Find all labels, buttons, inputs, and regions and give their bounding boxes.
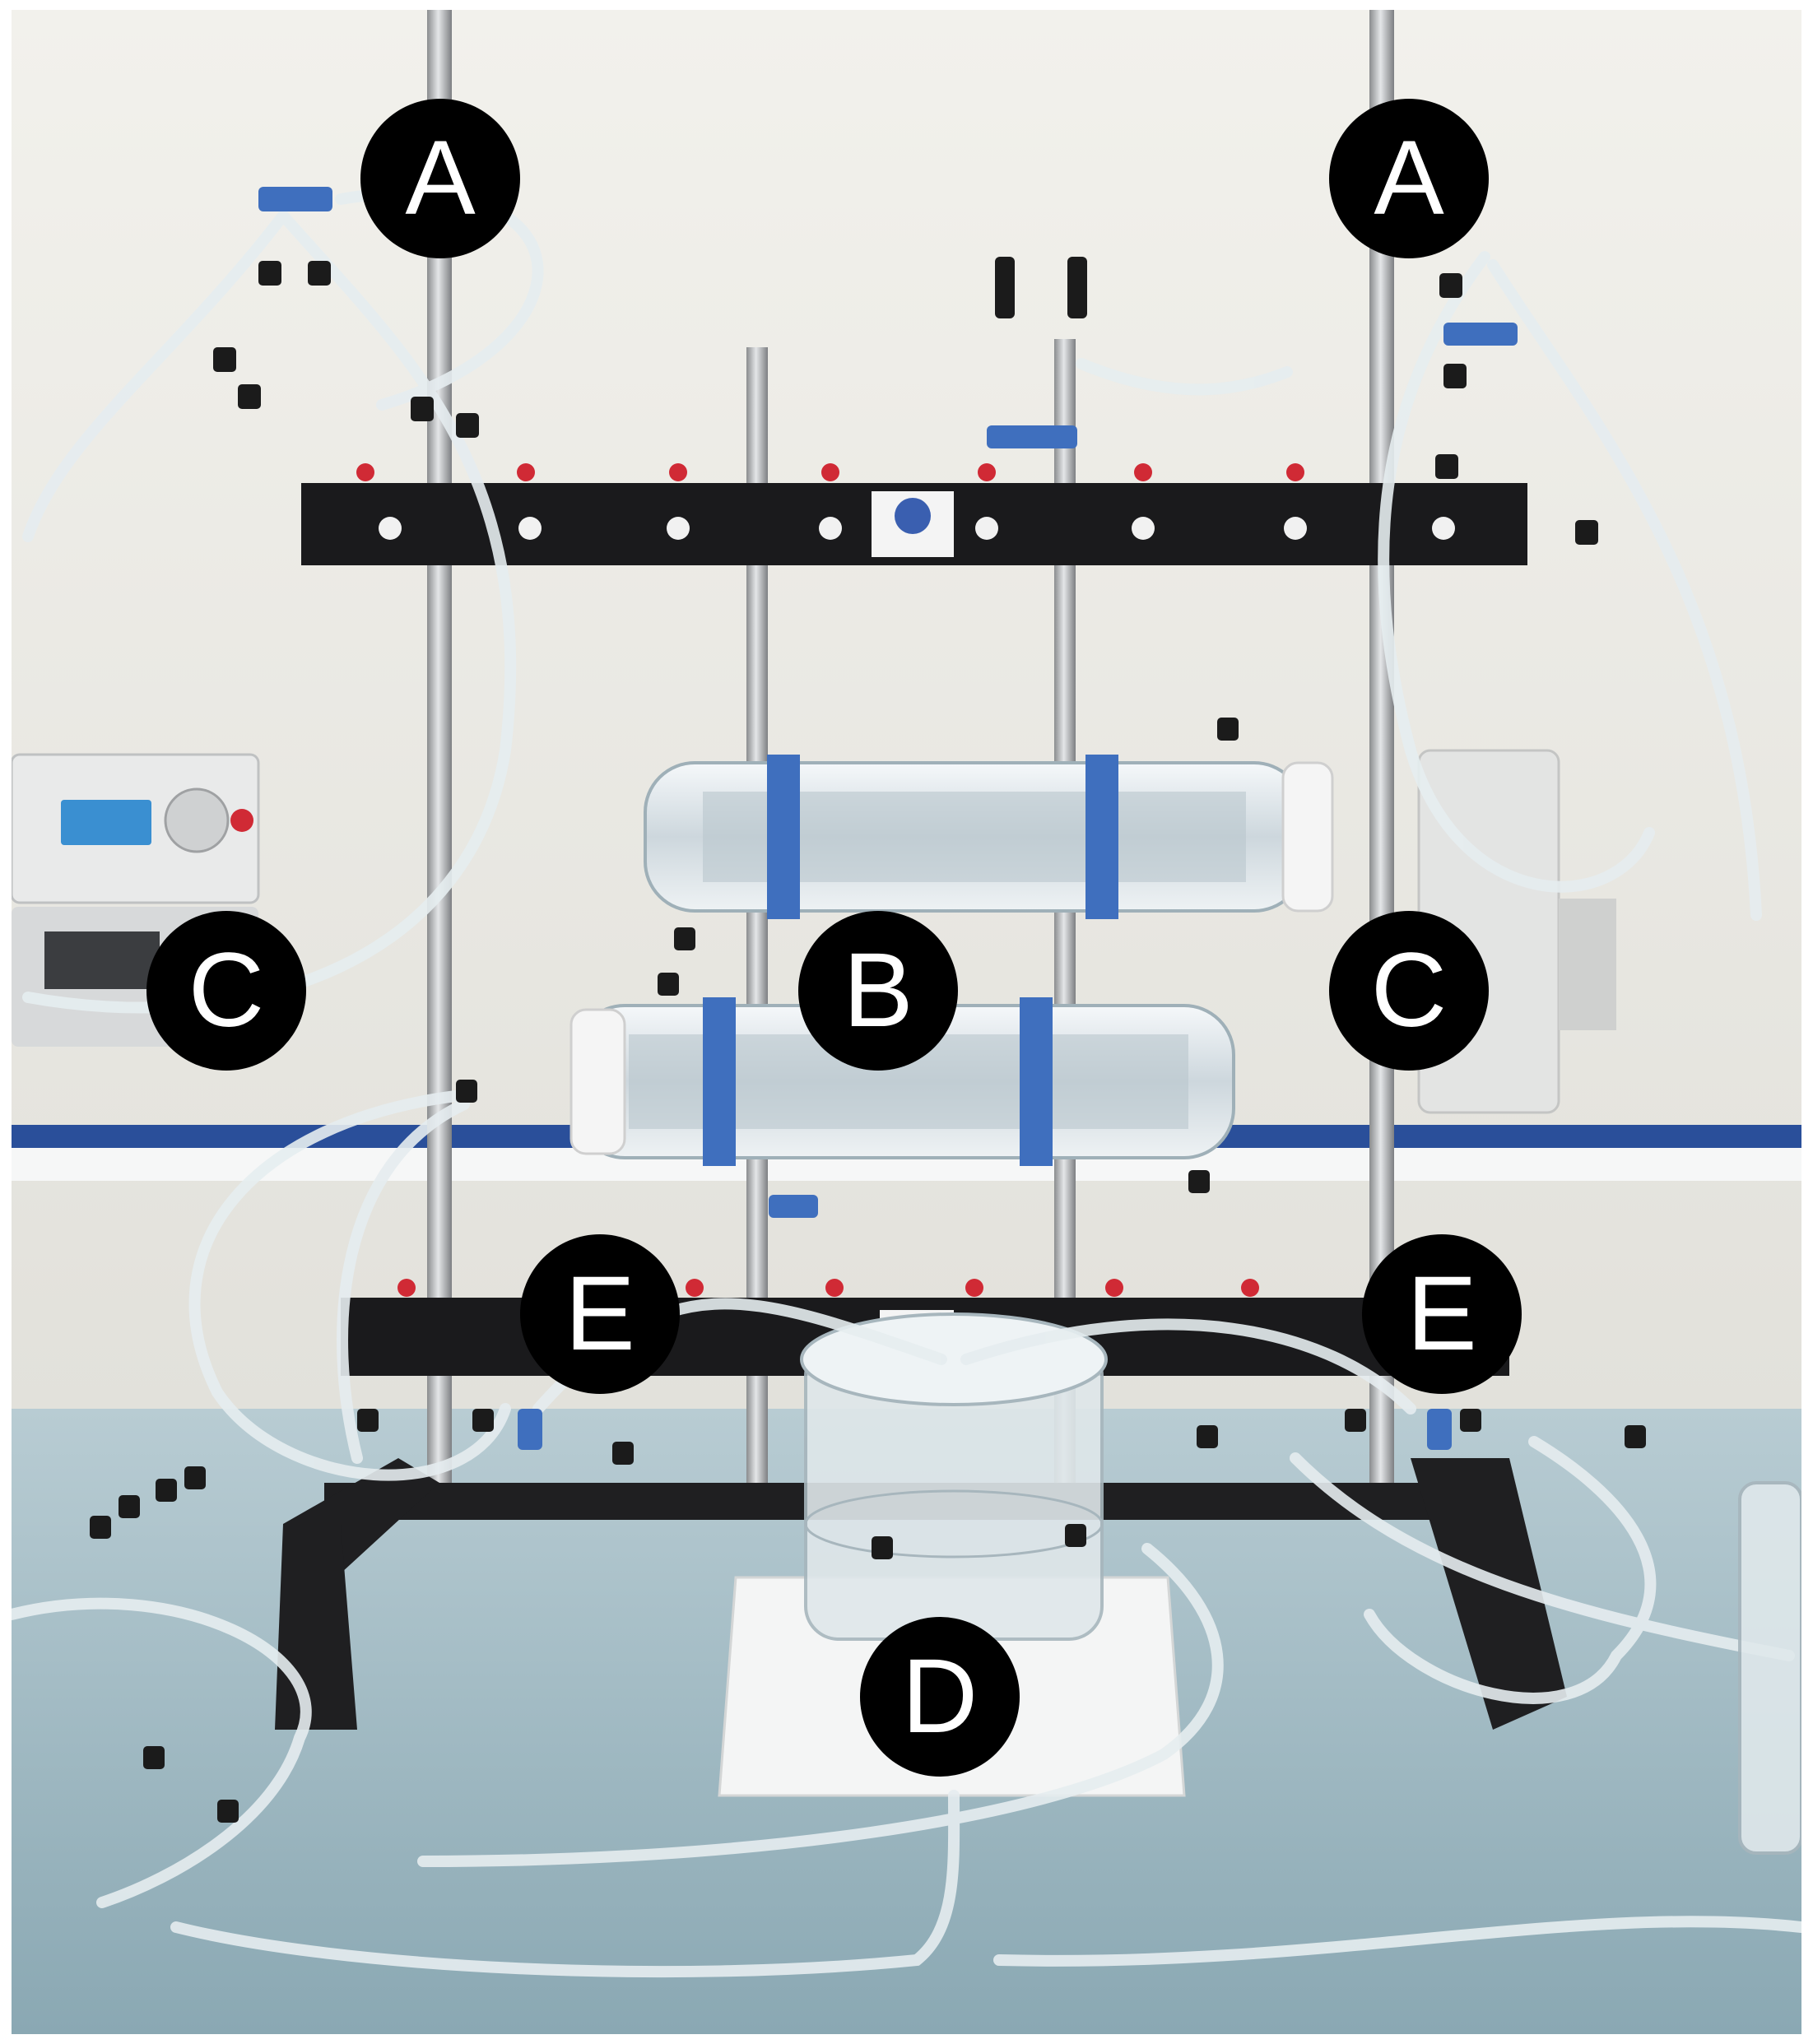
marker-a-right: A [1329,99,1489,258]
marker-c-right: C [1329,911,1489,1071]
marker-e-right: E [1362,1234,1522,1394]
rod [427,10,452,1507]
lower-glass-column [569,997,1235,1166]
marker-e-left: E [520,1234,680,1394]
marker-c-left: C [146,911,306,1071]
marker-label: E [565,1255,635,1373]
fittings [90,257,1646,1823]
marker-label: B [843,931,913,1049]
marker-label: A [1374,119,1444,237]
marker-a-left: A [360,99,520,258]
marker-label: C [188,931,265,1049]
marker-label: A [405,119,476,237]
tubing [12,187,1801,1978]
marker-label: D [901,1638,979,1755]
upper-clamp-bar [301,463,1527,565]
beaker [1738,1481,1801,1855]
marker-label: C [1370,931,1448,1049]
marker-label: E [1406,1255,1477,1373]
upper-glass-column [644,755,1334,919]
blue-clamps [258,187,1518,1450]
marker-d: D [860,1617,1020,1777]
marker-b: B [798,911,958,1071]
